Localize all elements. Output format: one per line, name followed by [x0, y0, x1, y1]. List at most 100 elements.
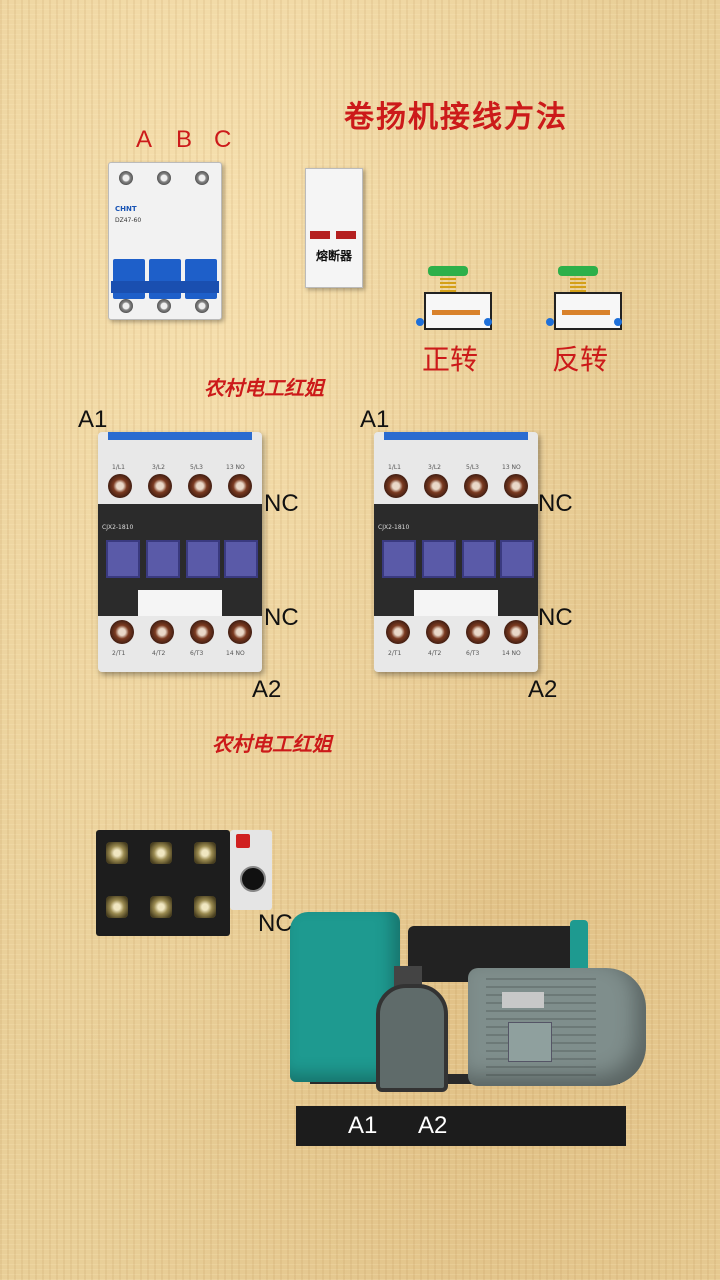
contactor-right-a1: A1: [360, 406, 390, 433]
terminal-screw-icon: [150, 620, 174, 644]
contactor-left-a2: A2: [252, 676, 282, 703]
terminal-label: 6/T3: [466, 650, 480, 657]
reverse-push-button[interactable]: [546, 266, 626, 336]
terminal-label: 4/T2: [152, 650, 166, 657]
breaker-lever: [113, 259, 145, 299]
terminal-screw-icon: [228, 474, 252, 498]
terminal-dot-icon: [416, 318, 424, 326]
contact-indicator: [382, 540, 416, 578]
contact-indicator: [224, 540, 258, 578]
motor-nameplate: [502, 992, 544, 1008]
phase-label-a: A: [136, 126, 153, 153]
terminal-screw-icon: [108, 474, 132, 498]
relay-terminal-icon: [194, 896, 216, 918]
winch-motor: [468, 968, 646, 1086]
terminal-label: 1/L1: [388, 464, 401, 471]
breaker-screw-icon: [157, 299, 171, 313]
contact-indicator: [106, 540, 140, 578]
terminal-label: 14 NO: [502, 650, 521, 657]
terminal-screw-icon: [504, 620, 528, 644]
contactor-left: 1/L1 3/L2 5/L3 13 NO CJX2-1810 2/T1 4/T2…: [98, 432, 262, 672]
terminal-label: 6/T3: [190, 650, 204, 657]
terminal-dot-icon: [614, 318, 622, 326]
terminal-label: 13 NO: [226, 464, 245, 471]
fuse-indicator: [336, 231, 356, 239]
terminal-label: 1/L1: [112, 464, 125, 471]
button-contact: [562, 310, 610, 315]
reverse-label: 反转: [552, 344, 609, 375]
fuse-holder: 熔断器: [305, 168, 363, 288]
contact-indicator: [146, 540, 180, 578]
contactor-top-bar: [384, 432, 528, 440]
spring-icon: [570, 276, 586, 292]
winch-brake-a1: A1: [348, 1112, 378, 1139]
current-dial-icon: [240, 866, 266, 892]
terminal-label: 3/L2: [428, 464, 441, 471]
contactor-right-nc-top: NC: [538, 490, 573, 517]
breaker-tie-bar: [111, 281, 219, 293]
breaker-lever: [185, 259, 217, 299]
relay-terminal-icon: [150, 896, 172, 918]
contactor-top-bar: [108, 432, 252, 440]
contactor-right-a2: A2: [528, 676, 558, 703]
terminal-label: 14 NO: [226, 650, 245, 657]
forward-push-button[interactable]: [416, 266, 496, 336]
phase-label-b: B: [176, 126, 193, 153]
motor-junction-box: [508, 1022, 552, 1062]
terminal-screw-icon: [384, 474, 408, 498]
winch-machine: [290, 906, 650, 1150]
thermal-relay-nc: NC: [258, 910, 293, 937]
contact-indicator: [186, 540, 220, 578]
terminal-dot-icon: [484, 318, 492, 326]
breaker-brand: CHNT: [115, 205, 137, 213]
contactor-right: 1/L1 3/L2 5/L3 13 NO CJX2-1810 2/T1 4/T2…: [374, 432, 538, 672]
breaker-screw-icon: [157, 171, 171, 185]
winch-brake-a2: A2: [418, 1112, 448, 1139]
terminal-screw-icon: [386, 620, 410, 644]
page-title: 卷扬机接线方法: [344, 100, 568, 135]
breaker-model: DZ47-60: [115, 217, 142, 224]
circuit-breaker: CHNT DZ47-60: [108, 162, 222, 320]
contact-indicator: [500, 540, 534, 578]
breaker-lever: [149, 259, 181, 299]
terminal-screw-icon: [504, 474, 528, 498]
fuse-indicator: [310, 231, 330, 239]
relay-terminal-icon: [106, 842, 128, 864]
terminal-label: 2/T1: [388, 650, 402, 657]
watermark-2: 农村电工红姐: [212, 732, 332, 756]
terminal-screw-icon: [466, 620, 490, 644]
forward-label: 正转: [422, 344, 479, 375]
spring-icon: [440, 276, 456, 292]
terminal-screw-icon: [190, 620, 214, 644]
terminal-screw-icon: [188, 474, 212, 498]
contactor-model: CJX2-1810: [102, 524, 134, 531]
winch-frame-rail: [310, 1074, 620, 1084]
button-contact: [432, 310, 480, 315]
terminal-screw-icon: [426, 620, 450, 644]
contactor-left-a1: A1: [78, 406, 108, 433]
button-cap-icon: [558, 266, 598, 276]
terminal-screw-icon: [228, 620, 252, 644]
breaker-screw-icon: [195, 299, 209, 313]
watermark-1: 农村电工红姐: [204, 376, 324, 400]
relay-terminal-icon: [106, 896, 128, 918]
terminal-screw-icon: [110, 620, 134, 644]
breaker-screw-icon: [119, 299, 133, 313]
terminal-label: 3/L2: [152, 464, 165, 471]
terminal-label: 4/T2: [428, 650, 442, 657]
contactor-left-nc-bottom: NC: [264, 604, 299, 631]
contactor-model: CJX2-1810: [378, 524, 410, 531]
contact-indicator: [462, 540, 496, 578]
winch-frame: [296, 1106, 626, 1146]
terminal-dot-icon: [546, 318, 554, 326]
winch-brake: [376, 984, 448, 1092]
relay-terminal-icon: [150, 842, 172, 864]
fuse-label: 熔断器: [315, 249, 352, 263]
terminal-screw-icon: [424, 474, 448, 498]
relay-terminal-icon: [194, 842, 216, 864]
contactor-label-strip: [414, 590, 498, 616]
contactor-right-nc-bottom: NC: [538, 604, 573, 631]
contactor-label-strip: [138, 590, 222, 616]
reset-button-icon: [236, 834, 250, 848]
terminal-label: 5/L3: [466, 464, 479, 471]
